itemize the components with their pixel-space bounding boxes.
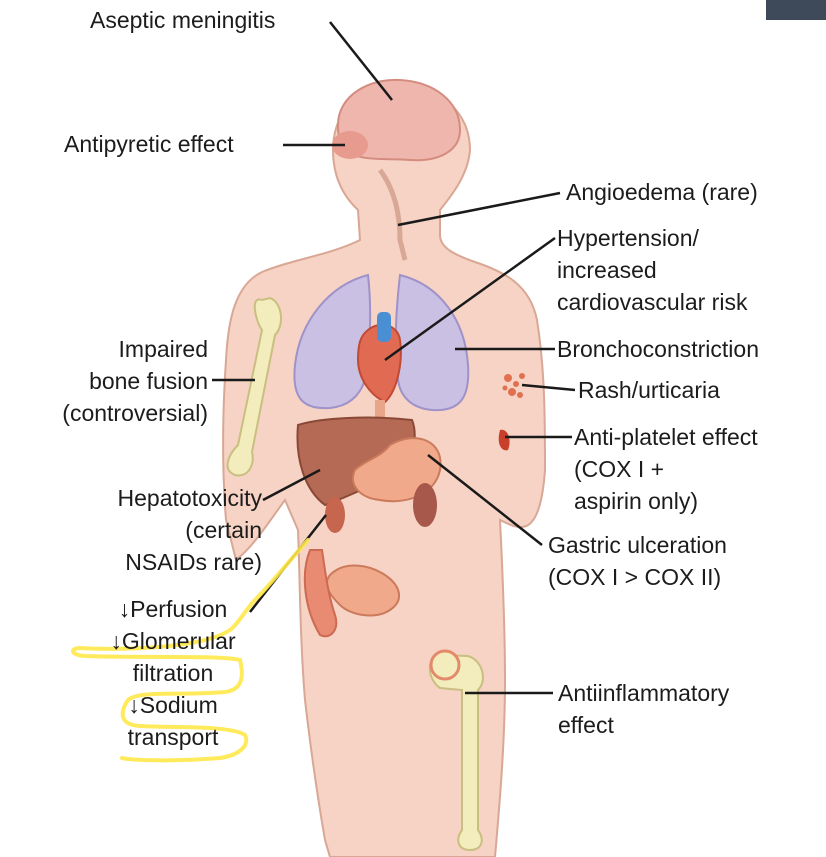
label-line: Hepatotoxicity bbox=[40, 482, 262, 514]
label-hypertension: Hypertension/ increased cardiovascular r… bbox=[557, 222, 747, 318]
label-line: effect bbox=[558, 709, 729, 741]
label-line: ↓Perfusion bbox=[88, 593, 258, 625]
label-line: (certain bbox=[40, 514, 262, 546]
label-line: Bronchoconstriction bbox=[557, 333, 759, 365]
label-angioedema: Angioedema (rare) bbox=[566, 176, 758, 208]
label-line: ↓Sodium bbox=[88, 689, 258, 721]
label-hepatotoxicity: Hepatotoxicity (certain NSAIDs rare) bbox=[40, 482, 262, 578]
aorta bbox=[377, 312, 391, 342]
label-line: NSAIDs rare) bbox=[40, 546, 262, 578]
label-aseptic-meningitis: Aseptic meningitis bbox=[90, 4, 275, 36]
label-line: transport bbox=[88, 721, 258, 753]
label-bronchoconstriction: Bronchoconstriction bbox=[557, 333, 759, 365]
label-line: Angioedema (rare) bbox=[566, 176, 758, 208]
label-line: cardiovascular risk bbox=[557, 286, 747, 318]
label-antiplatelet: Anti-platelet effect (COX I + aspirin on… bbox=[574, 421, 758, 517]
label-line: bone fusion bbox=[18, 365, 208, 397]
label-line: increased bbox=[557, 254, 747, 286]
label-line: Impaired bbox=[18, 333, 208, 365]
spleen bbox=[413, 483, 437, 527]
label-line: ↓Glomerular bbox=[88, 625, 258, 657]
kidney bbox=[325, 497, 345, 533]
label-line: (COX I > COX II) bbox=[548, 561, 727, 593]
label-rash: Rash/urticaria bbox=[578, 374, 720, 406]
label-line: Antiinflammatory bbox=[558, 677, 729, 709]
label-line: Anti-platelet effect bbox=[574, 421, 758, 453]
label-line: filtration bbox=[88, 657, 258, 689]
label-line: Gastric ulceration bbox=[548, 529, 727, 561]
label-line: Rash/urticaria bbox=[578, 374, 720, 406]
label-antipyretic: Antipyretic effect bbox=[64, 128, 234, 160]
label-line: aspirin only) bbox=[574, 485, 758, 517]
label-antiinflammatory: Antiinflammatory effect bbox=[558, 677, 729, 741]
label-line: Antipyretic effect bbox=[64, 128, 234, 160]
label-gastric: Gastric ulceration (COX I > COX II) bbox=[548, 529, 727, 593]
label-bone-fusion: Impaired bone fusion (controversial) bbox=[18, 333, 208, 429]
label-line: Aseptic meningitis bbox=[90, 4, 275, 36]
publisher-badge bbox=[766, 0, 826, 20]
label-renal: ↓Perfusion ↓Glomerular filtration ↓Sodiu… bbox=[88, 593, 258, 753]
femoral-head bbox=[431, 651, 459, 679]
label-line: (controversial) bbox=[18, 397, 208, 429]
label-line: (COX I + bbox=[574, 453, 758, 485]
label-line: Hypertension/ bbox=[557, 222, 747, 254]
